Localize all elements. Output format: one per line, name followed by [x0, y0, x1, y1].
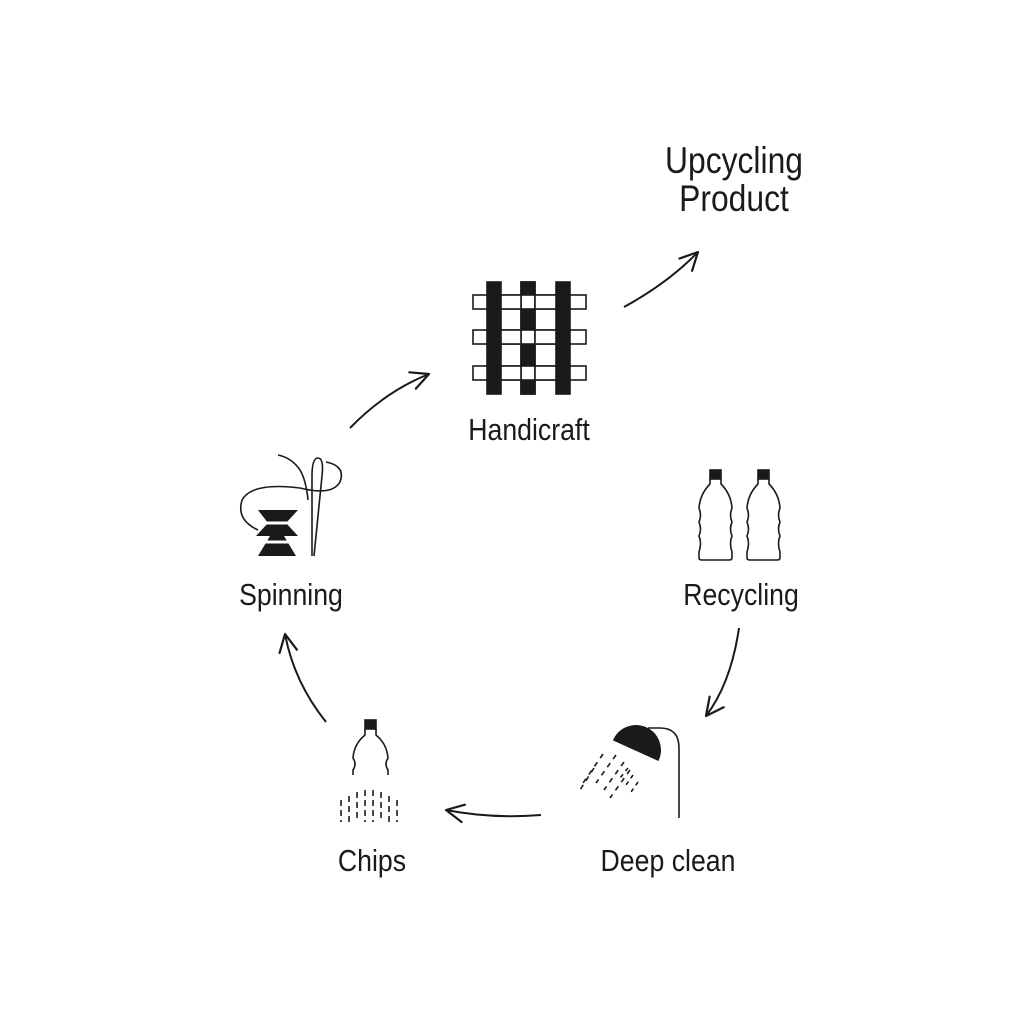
arrow-handicraft-to-product [623, 250, 700, 308]
handicraft-label: Handicraft [468, 412, 590, 447]
upcycling-product-label: Upcycling Product [648, 142, 820, 218]
plastic-bottles-icon [698, 469, 781, 561]
upcycling-product-line1: Upcycling [665, 140, 803, 181]
spool-needle-icon [239, 454, 343, 557]
woven-grid-icon [472, 281, 587, 395]
chips-label: Chips [337, 843, 407, 878]
arrow-chips-to-spinning [278, 632, 327, 723]
shower-head-icon [579, 725, 680, 818]
bottle-shredding-icon [340, 719, 398, 822]
arrow-deepclean-to-chips [444, 803, 542, 824]
arrow-spinning-to-handicraft [349, 371, 431, 429]
deep-clean-label: Deep clean [600, 843, 736, 878]
upcycling-product-line2: Product [679, 178, 789, 219]
arrow-recycling-to-deepclean [704, 627, 740, 718]
spinning-label: Spinning [239, 577, 343, 612]
recycling-label: Recycling [683, 577, 799, 612]
